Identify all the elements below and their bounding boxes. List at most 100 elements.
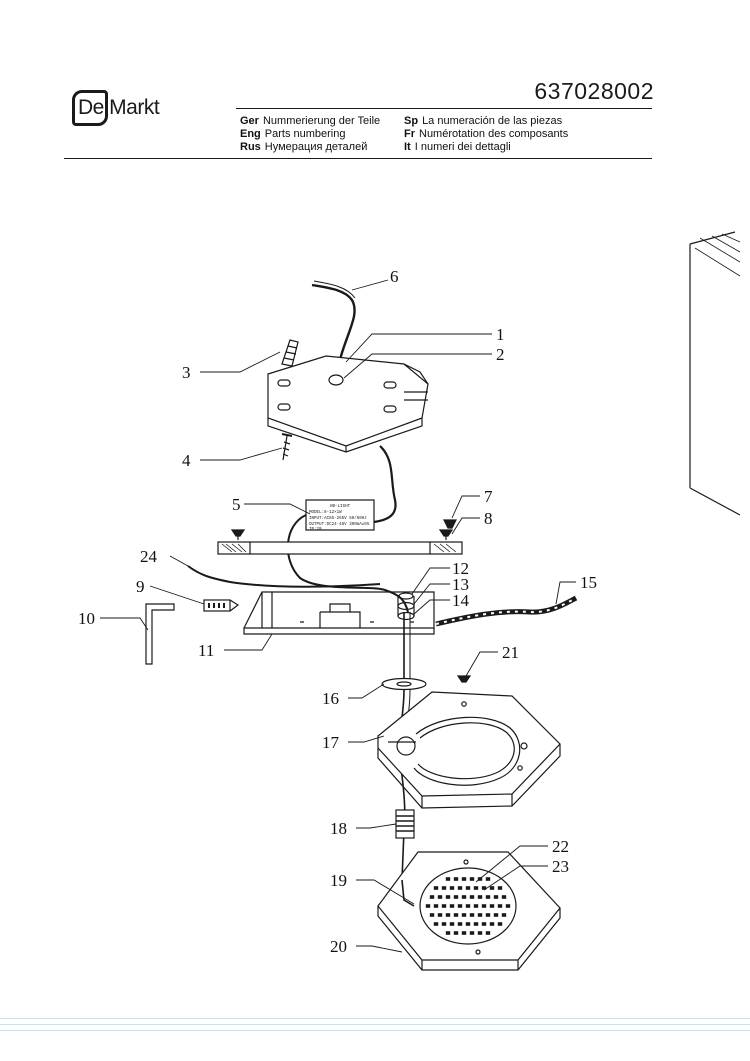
callout-13: 13 — [452, 575, 469, 594]
led-chip — [445, 913, 451, 917]
led-chip — [449, 904, 455, 908]
part-7-screw — [443, 519, 457, 529]
led-chip — [505, 904, 511, 908]
part-11-base-plate — [243, 591, 435, 635]
callout-7: 7 — [484, 487, 493, 506]
led-chip — [457, 922, 463, 926]
led-chip — [445, 931, 451, 935]
led-chip — [429, 895, 435, 899]
led-chip — [457, 904, 463, 908]
led-chip — [465, 904, 471, 908]
callout-5: 5 — [232, 495, 241, 514]
header-rule-bottom — [64, 158, 652, 159]
frame-screws — [230, 529, 454, 540]
part-4-screw — [281, 433, 293, 461]
led-chip — [469, 913, 475, 917]
led-chip — [441, 922, 447, 926]
led-chip — [425, 904, 431, 908]
led-chip — [469, 895, 475, 899]
led-chip — [469, 931, 475, 935]
scan-artifact-line — [0, 1030, 750, 1031]
svg-text:IP:20: IP:20 — [309, 528, 322, 532]
led-chip — [453, 895, 459, 899]
callout-15: 15 — [580, 573, 597, 592]
led-chip — [461, 877, 467, 881]
part-8-spacer-frame — [217, 541, 463, 555]
led-chip — [453, 931, 459, 935]
parts-12-14-nut-stack — [397, 592, 415, 621]
callout-22: 22 — [552, 837, 569, 856]
led-chip — [449, 886, 455, 890]
led-chip — [497, 886, 503, 890]
led-chip — [449, 922, 455, 926]
callout-16: 16 — [322, 689, 339, 708]
callout-4: 4 — [182, 451, 191, 470]
part-24-cable — [187, 565, 381, 588]
scan-artifact-line — [0, 1018, 750, 1019]
led-chip — [461, 931, 467, 935]
callout-12: 12 — [452, 559, 469, 578]
svg-text:INPUT:AC85-265V 50/60Hz: INPUT:AC85-265V 50/60Hz — [309, 516, 367, 521]
led-chip — [469, 877, 475, 881]
callout-18: 18 — [330, 819, 347, 838]
part-21-screw — [456, 675, 472, 683]
part-3-wall-anchor — [281, 339, 299, 367]
callout-14: 14 — [452, 591, 470, 610]
led-chip — [457, 886, 463, 890]
led-chip — [493, 895, 499, 899]
callout-6: 6 — [390, 267, 399, 286]
led-chips — [425, 877, 511, 935]
brand-logo: De Markt — [72, 90, 182, 128]
callout-2: 2 — [496, 345, 505, 364]
led-chip — [497, 904, 503, 908]
led-chip — [485, 877, 491, 881]
callout-9: 9 — [136, 577, 145, 596]
callout-8: 8 — [484, 509, 493, 528]
led-chip — [493, 913, 499, 917]
washer-hole — [396, 681, 412, 687]
part-5-led-driver: HB-LIGHT MODEL:8-12×1W INPUT:AC85-265V 5… — [305, 499, 375, 532]
led-chip — [441, 886, 447, 890]
callout-1: 1 — [496, 325, 505, 344]
header-rule-top — [236, 108, 652, 109]
part-18-connector — [395, 809, 415, 839]
led-chip — [429, 913, 435, 917]
led-strip-leds — [435, 597, 577, 625]
led-chip — [433, 904, 439, 908]
callout-19: 19 — [330, 871, 347, 890]
callout-11: 11 — [198, 641, 214, 660]
callout-23: 23 — [552, 857, 569, 876]
logo-badge — [72, 90, 108, 126]
led-chip — [489, 922, 495, 926]
callout-10: 10 — [78, 609, 95, 628]
svg-text:OUTPUT:DC24-48V 300mA±5%: OUTPUT:DC24-48V 300mA±5% — [309, 523, 370, 527]
led-chip — [445, 895, 451, 899]
led-chip — [477, 931, 483, 935]
led-chip — [477, 913, 483, 917]
led-chip — [481, 904, 487, 908]
led-chip — [445, 877, 451, 881]
callout-3: 3 — [182, 363, 191, 382]
led-chip — [433, 886, 439, 890]
led-chip — [465, 922, 471, 926]
led-chip — [473, 886, 479, 890]
adjacent-page-fragment — [689, 231, 741, 516]
scan-artifact-line — [0, 1024, 750, 1025]
led-chip — [489, 886, 495, 890]
led-chip — [497, 922, 503, 926]
led-chip — [473, 904, 479, 908]
led-chip — [437, 913, 443, 917]
led-chip — [441, 904, 447, 908]
part-9-terminal-block — [203, 599, 240, 612]
leader-lines — [100, 279, 576, 953]
svg-text:HB-LIGHT: HB-LIGHT — [330, 505, 351, 509]
led-chip — [453, 913, 459, 917]
led-chip — [461, 895, 467, 899]
led-chip — [501, 913, 507, 917]
